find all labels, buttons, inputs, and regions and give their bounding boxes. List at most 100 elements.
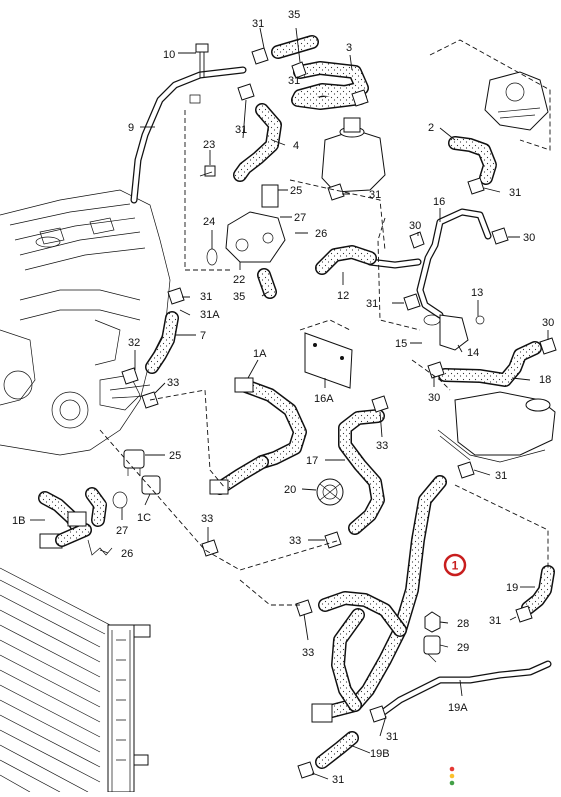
callout-31: 31 [489,615,501,627]
callout-33: 33 [302,647,314,659]
bracket-16A [304,332,353,389]
callout-20: 20 [284,484,296,496]
clip-26 [87,539,113,556]
callout-30: 30 [428,392,440,404]
callout-10: 10 [163,49,175,61]
callout-19B: 19B [370,748,390,760]
part-20 [316,478,344,506]
leader-lines [30,27,551,780]
callout-27: 27 [294,212,306,224]
callout-9: 9 [128,122,134,134]
callout-13: 13 [471,287,483,299]
callout-24: 24 [203,216,215,228]
temperature-sensor-23 [199,165,216,177]
hose-17 [338,409,385,535]
callout-1A: 1A [253,348,267,360]
callout-33: 33 [289,535,301,547]
callout-12: 12 [337,290,349,302]
callout-31A: 31A [200,309,220,321]
callout-7: 7 [200,330,206,342]
expansion-tank [321,117,386,193]
o-ring-27 [112,491,128,509]
radiator [0,567,151,793]
callout-17: 17 [306,455,318,467]
callout-23: 23 [203,139,215,151]
callout-31: 31 [369,189,381,201]
coolant-reservoir [437,391,556,463]
hose-12 [315,245,377,275]
coolant-flange-22 [225,184,286,263]
coolant-pipe-9 [130,66,247,204]
callout-31: 31 [509,187,521,199]
hose-7 [145,311,179,374]
o-ring-24 [206,248,218,266]
bolt-10 [195,43,209,78]
hose-1 [311,475,447,723]
callout-31: 31 [366,298,378,310]
callout-25: 25 [290,185,302,197]
hose-19B [315,731,359,769]
callout-3: 3 [346,42,352,54]
callout-33: 33 [201,513,213,525]
callout-2: 2 [428,122,434,134]
callout-33: 33 [376,440,388,452]
engine-block [0,189,171,456]
callout-31: 31 [332,774,344,786]
hose-2 [448,136,497,185]
callout-16: 16 [433,196,445,208]
callout-16A: 16A [314,393,334,405]
callout-14: 14 [467,347,479,359]
callout-31: 31 [200,291,212,303]
callout-31: 31 [288,75,300,87]
callout-22: 22 [233,274,245,286]
callout-31: 31 [386,731,398,743]
hose-clamps [121,47,557,779]
callout-35: 35 [233,291,245,303]
status-dot-red [449,766,455,772]
status-dot-green [449,780,455,786]
coolant-pipe-19A [374,660,552,720]
hose-3 [291,61,369,110]
hose-18 [438,341,542,387]
callout-31: 31 [235,124,247,136]
highlight-marker[interactable]: 1 [443,553,467,577]
callout-19A: 19A [448,702,468,714]
flange-14 [423,314,485,351]
hose-35b [257,268,277,299]
hose-35 [271,35,319,59]
callout-35: 35 [288,9,300,21]
callout-1B: 1B [12,515,25,527]
coolant-pipe-16 [366,208,492,319]
callout-30: 30 [523,232,535,244]
callout-4: 4 [293,140,299,152]
callout-26: 26 [315,228,327,240]
callout-30: 30 [542,317,554,329]
connector-1C [141,475,161,495]
nut-28 [424,611,441,633]
callout-30: 30 [409,220,421,232]
callout-28: 28 [457,618,469,630]
callout-32: 32 [128,337,140,349]
callout-15: 15 [395,338,407,350]
status-dot-yellow [449,773,455,779]
highlight-label: 1 [452,559,459,573]
callout-18: 18 [539,374,551,386]
callout-19: 19 [506,582,518,594]
sensor-25 [123,449,145,476]
callout-26: 26 [121,548,133,560]
hose-4 [233,103,282,182]
callout-27: 27 [116,525,128,537]
hose-19 [521,565,555,615]
callout-29: 29 [457,642,469,654]
sensor-29 [423,635,441,663]
callout-labels: 10 31 35 3 31 9 31 4 23 25 31 2 31 16 30… [12,9,554,786]
hose-1B [38,487,107,549]
status-indicator [449,766,455,786]
callout-25: 25 [169,450,181,462]
callout-1C: 1C [137,512,151,524]
callout-31: 31 [252,18,264,30]
thermostat-housing [484,71,549,131]
callout-33: 33 [167,377,179,389]
hose-1A [209,377,307,495]
